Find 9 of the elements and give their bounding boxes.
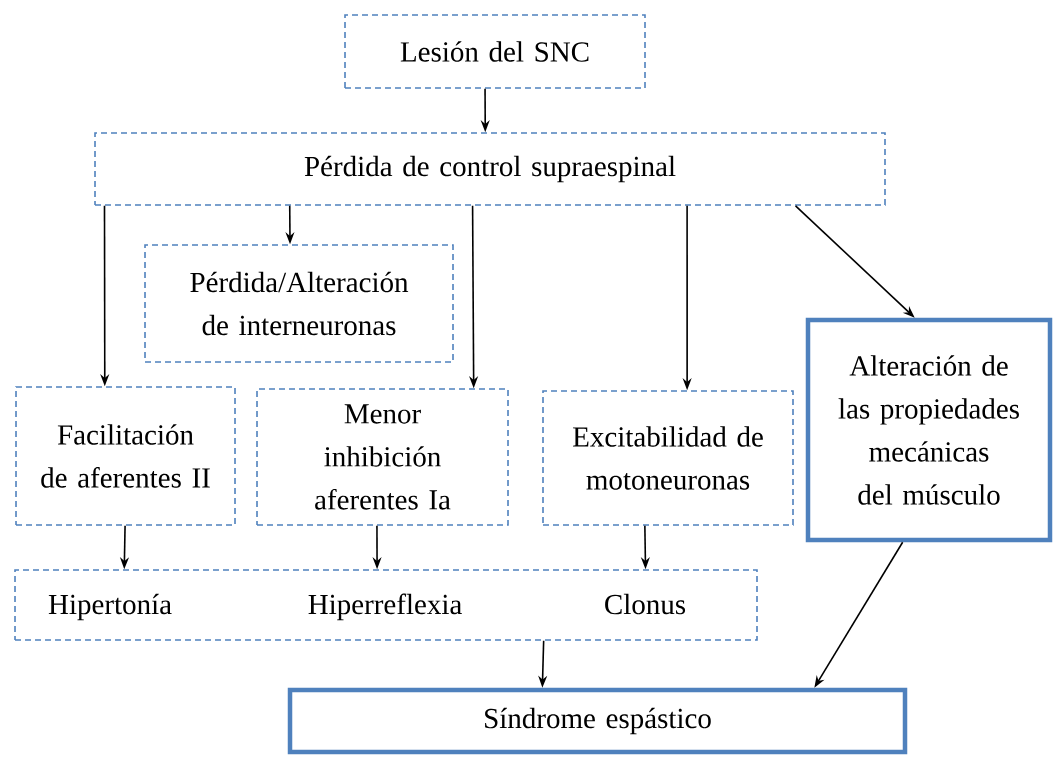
process-box: Pérdida de control supraespinal xyxy=(94,132,886,206)
process-box: Hipertonía Hiperreflexia Clonus xyxy=(14,569,758,641)
process-box: Lesión del SNC xyxy=(344,14,646,89)
process-box: Excitabilidad de motoneuronas xyxy=(542,390,794,526)
process-box: Pérdida/Alteración de interneuronas xyxy=(144,244,454,363)
highlighted-box: Alteración de las propiedades mecánicas del músculo xyxy=(805,317,1053,543)
process-box: Facilitación de aferentes II xyxy=(15,386,236,526)
highlighted-box: Síndrome espástico xyxy=(287,687,908,755)
process-box: Menor inhibición aferentes Ia xyxy=(256,388,509,526)
